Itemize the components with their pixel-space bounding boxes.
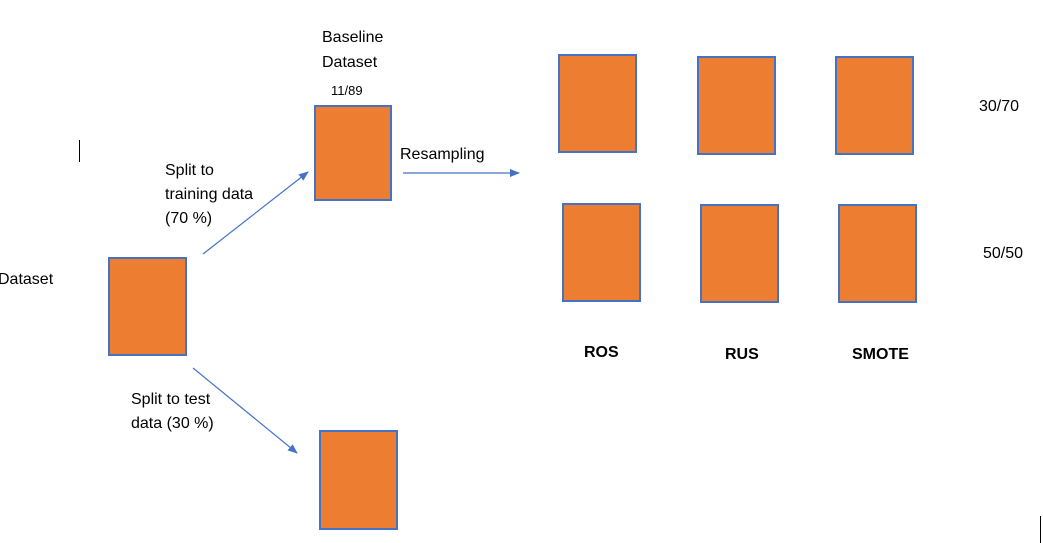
rus-30-70-box (697, 56, 776, 155)
test-data-box (319, 430, 398, 530)
method-rus-label: RUS (725, 346, 759, 363)
split-training-label-line1: Split to (165, 162, 214, 179)
method-ros-label: ROS (584, 344, 619, 361)
ros-50-50-box (562, 203, 641, 302)
baseline-training-box (314, 105, 392, 201)
text-cursor-right (1040, 516, 1041, 543)
text-cursor-left (79, 140, 80, 162)
dataset-label: Dataset (0, 271, 54, 288)
ros-30-70-box (558, 54, 637, 153)
baseline-label-line2: Dataset (322, 54, 378, 71)
split-training-label-line2: training data (165, 186, 254, 203)
smote-30-70-box (835, 56, 914, 155)
ratio-50-50-label: 50/50 (983, 245, 1024, 262)
split-training-label-line3: (70 %) (165, 210, 213, 227)
dataset-box (108, 257, 187, 356)
baseline-ratio: 11/89 (331, 83, 363, 98)
method-smote-label: SMOTE (852, 346, 909, 363)
baseline-label-line1: Baseline (322, 29, 384, 46)
arrow-to-training (202, 171, 309, 255)
ratio-30-70-label: 30/70 (979, 98, 1020, 115)
split-test-label-line1: Split to test (131, 391, 211, 408)
split-test-label-line2: data (30 %) (131, 415, 214, 432)
rus-50-50-box (700, 204, 779, 303)
arrow-to-test (192, 367, 298, 454)
smote-50-50-box (838, 204, 917, 303)
resampling-label: Resampling (400, 146, 485, 163)
